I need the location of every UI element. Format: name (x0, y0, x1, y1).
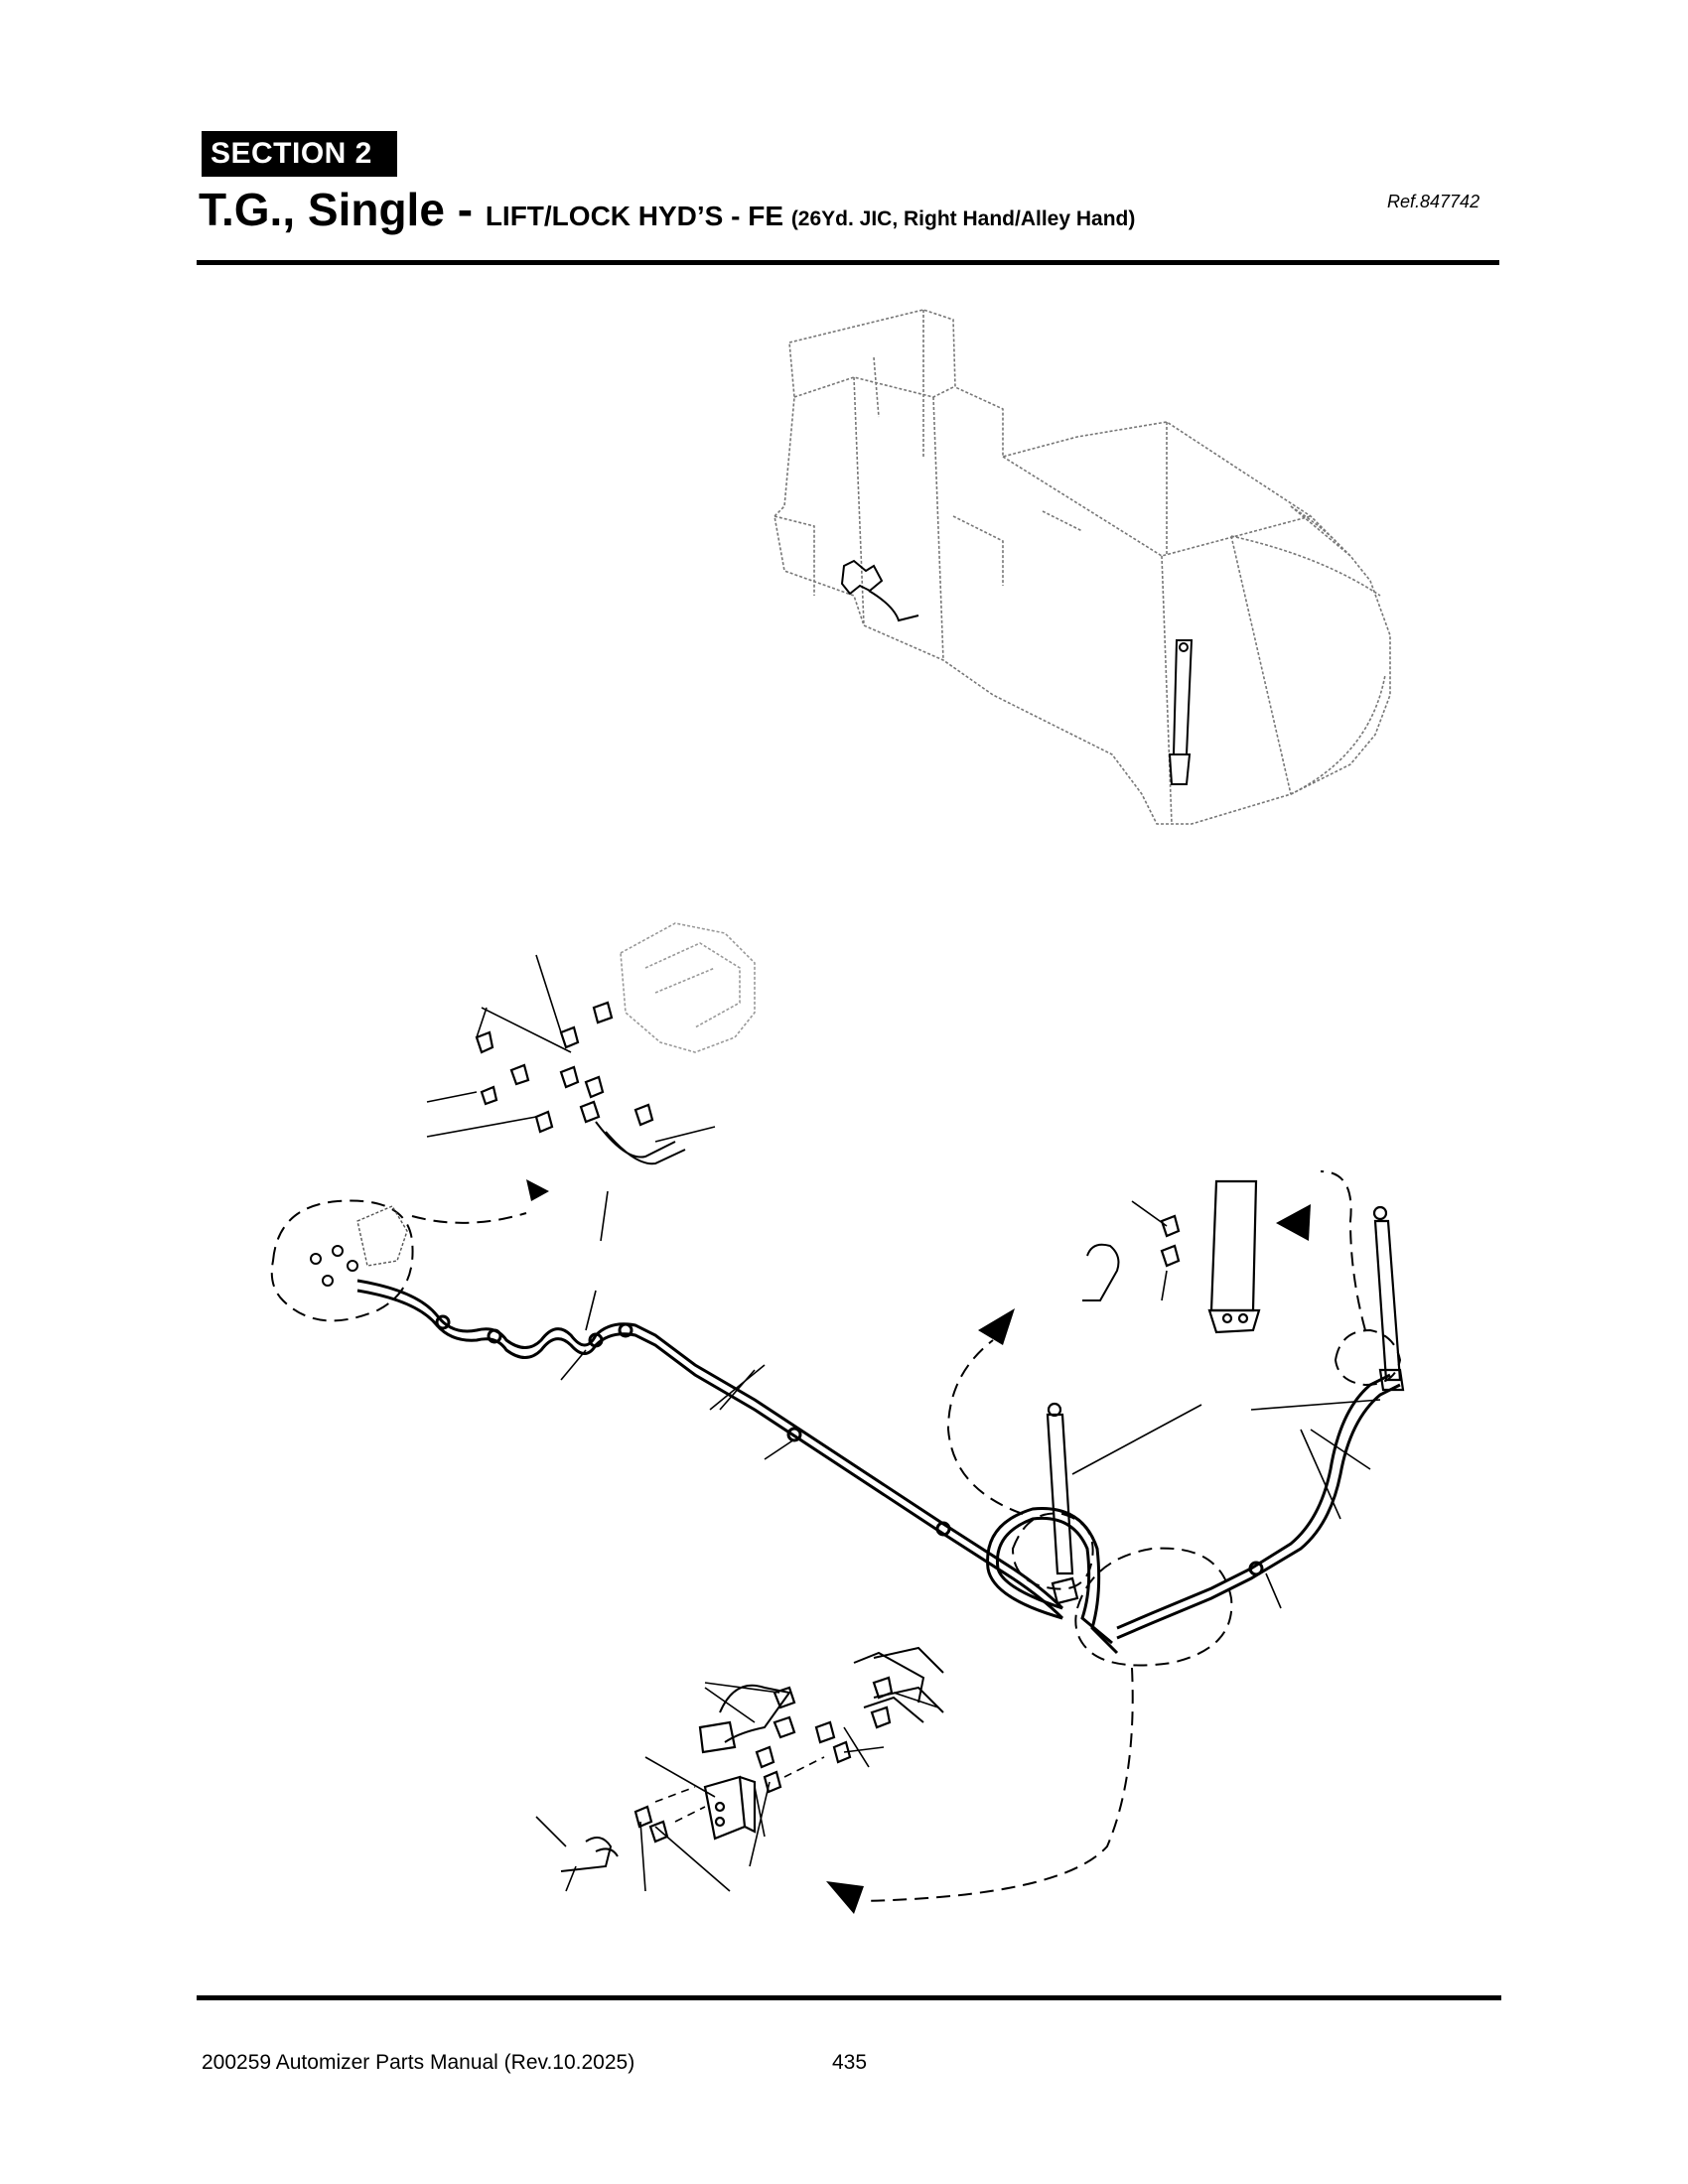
overview-valve-cluster (840, 559, 919, 622)
page-title: T.G., Single - LIFT/LOCK HYD’S - FE (26Y… (199, 183, 1135, 236)
title-detail: (26Yd. JIC, Right Hand/Alley Hand) (790, 207, 1136, 230)
section-label: SECTION 2 (202, 131, 397, 177)
reference-number: Ref.847742 (1387, 192, 1480, 211)
manual-title: 200259 Automizer Parts Manual (Rev.10.20… (202, 2051, 635, 2074)
title-main: T.G., Single - (199, 184, 486, 235)
truck-body-overview (774, 309, 1391, 825)
overview-cylinder (1168, 639, 1194, 785)
title-sub: LIFT/LOCK HYD’S - FE (485, 201, 791, 231)
footer-rule (197, 1995, 1501, 2000)
page-number: 435 (832, 2051, 868, 2074)
header-rule (197, 260, 1499, 265)
hydraulic-exploded-diagram (270, 922, 1405, 1914)
